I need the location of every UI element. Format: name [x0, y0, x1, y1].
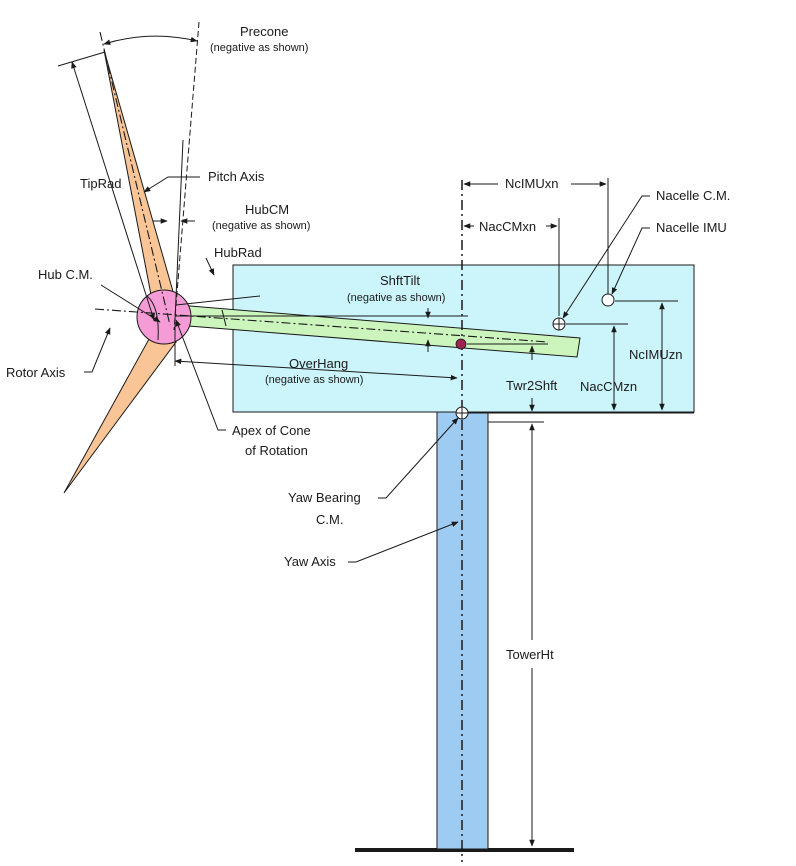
label-nacelle-imu: Nacelle IMU [656, 220, 727, 235]
pitch-axis-line [99, 31, 171, 326]
shfttilt-tick [221, 309, 227, 327]
precone-arc [103, 35, 198, 45]
overhang-dimension [174, 358, 458, 381]
label-yaw-bearing-line1: Yaw Bearing [288, 490, 361, 505]
label-nacelle-cm: Nacelle C.M. [656, 188, 730, 203]
hub-cm-leader [100, 284, 161, 323]
label-yaw-axis: Yaw Axis [284, 554, 336, 569]
label-rotor-axis: Rotor Axis [6, 365, 66, 380]
label-hub-cm: Hub C.M. [38, 267, 93, 282]
label-twr2shft: Twr2Shft [506, 378, 558, 393]
pitch-axis-leader [143, 176, 200, 193]
nacelle-cm-leader [562, 195, 650, 319]
label-nclmuxn: NcIMUxn [505, 176, 558, 191]
yaw-axis-leader [348, 521, 459, 563]
label-hubcm: HubCM [245, 202, 289, 217]
yaw-bearing-leader [378, 417, 459, 499]
label-overhang: OverHang [289, 356, 348, 371]
blade-vertical-reference [174, 139, 184, 321]
hubrad-dimension [175, 295, 261, 306]
shaft-cm-dot [455, 338, 467, 350]
label-naccmzn: NacCMzn [580, 379, 637, 394]
blade-lower [63, 329, 177, 494]
label-pitch-axis: Pitch Axis [208, 169, 265, 184]
tiprad-dimension [71, 61, 155, 321]
tiprad-extension [57, 51, 106, 67]
label-hubrad: HubRad [214, 245, 262, 260]
rotor-axis-line [94, 308, 549, 343]
rotor-axis-leader [84, 327, 111, 373]
hubrad-leader [205, 257, 215, 276]
nacelle-imu-leader [611, 227, 650, 295]
label-precone: Precone [240, 24, 288, 39]
label-tiprad: TipRad [80, 176, 121, 191]
label-shfttilt-sub: (negative as shown) [347, 292, 445, 304]
label-shfttilt: ShftTilt [380, 273, 420, 288]
label-apex-line1: Apex of Cone [232, 423, 311, 438]
nacelle-imu-marker [601, 293, 615, 307]
apex-leader [175, 319, 226, 431]
precone-vertical-reference [173, 21, 200, 331]
label-hubcm-sub: (negative as shown) [212, 220, 310, 232]
blade-upper [103, 49, 175, 301]
label-yaw-bearing-line2: C.M. [316, 512, 343, 527]
label-towerht: TowerHt [506, 647, 554, 662]
label-overhang-sub: (negative as shown) [265, 374, 363, 386]
label-naccmxn: NacCMxn [479, 219, 536, 234]
label-precone-sub: (negative as shown) [210, 42, 308, 54]
label-nclmuzn: NcIMUzn [629, 347, 682, 362]
label-apex-line2: of Rotation [245, 443, 308, 458]
